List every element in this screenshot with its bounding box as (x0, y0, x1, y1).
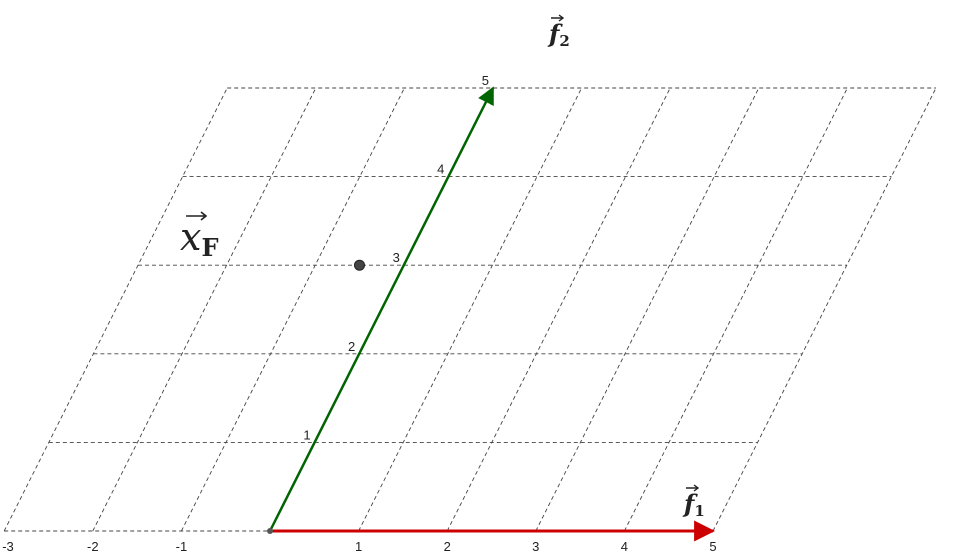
grid-line-f2-direction (358, 87, 583, 532)
vector-arrow-accent-icon (186, 211, 208, 221)
vector-arrow-accent-icon (551, 14, 565, 22)
f1-tick-label: 5 (709, 539, 716, 553)
xf-point[interactable] (354, 259, 365, 271)
f1-tick-label: 1 (355, 539, 362, 553)
svg-text:xF: xF (180, 215, 218, 262)
f2-tick-label: 3 (393, 250, 400, 265)
grid-line-f2-direction (712, 87, 937, 532)
f1-tick-label: -3 (2, 539, 14, 553)
grid-line-f2-direction (446, 87, 671, 532)
f2-tick-label: 5 (482, 73, 489, 88)
f2-label-letter: f (547, 19, 563, 48)
f1-vector-label: f1 (682, 484, 705, 520)
f2-tick-labels: 1 2 3 4 5 (303, 73, 489, 442)
svg-text:f1: f1 (682, 489, 705, 520)
svg-text:f2: f2 (547, 19, 570, 50)
grid-line-f2-direction (535, 87, 760, 532)
grid-line-f2-direction (623, 87, 848, 532)
grid-line-f2-direction (3, 87, 228, 532)
f2-tick-label: 4 (437, 162, 444, 177)
f2-vector-label: f2 (547, 14, 570, 50)
f2-tick-label: 2 (348, 339, 355, 354)
xf-label-letter: x (180, 215, 201, 259)
xf-point-label: xF (180, 211, 218, 262)
vector-arrow-accent-icon (686, 484, 700, 492)
f1-tick-labels: -3 -2 -1 1 2 3 4 5 (2, 539, 716, 553)
f2-vector-arrow (268, 86, 495, 532)
grid-line-f2-direction (180, 87, 405, 532)
f1-tick-label: -1 (176, 539, 188, 553)
grid-lines (3, 87, 937, 532)
f2-label-subscript: 2 (559, 32, 569, 50)
f1-label-letter: f (682, 489, 698, 518)
f1-tick-label: 4 (621, 539, 628, 553)
f1-tick-label: 3 (532, 539, 539, 553)
xf-label-subscript: F (201, 233, 218, 262)
origin-point (267, 528, 273, 534)
f2-tick-label: 1 (303, 427, 310, 442)
f1-label-subscript: 1 (694, 502, 704, 520)
grid-line-f2-direction (92, 87, 317, 532)
f1-tick-label: 2 (444, 539, 451, 553)
f1-tick-label: -2 (87, 539, 99, 553)
